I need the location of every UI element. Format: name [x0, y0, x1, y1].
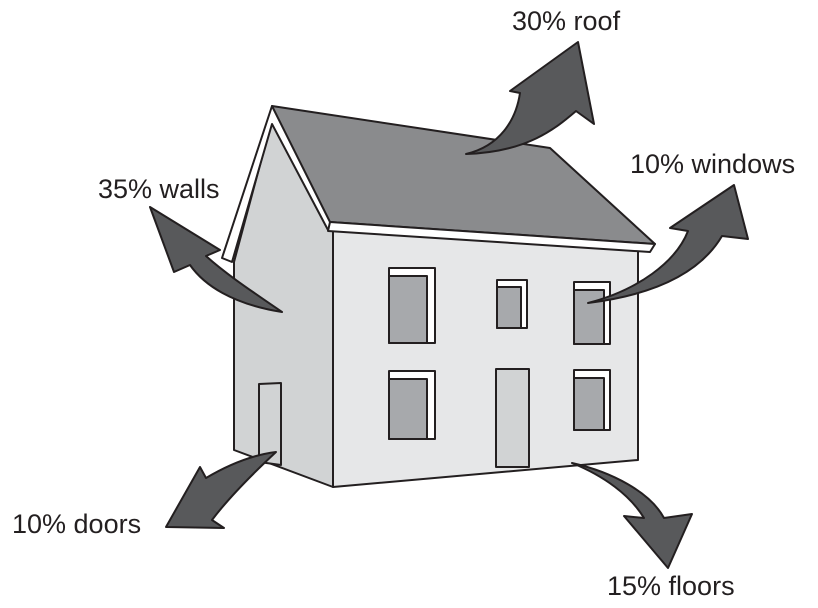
window-upper-right [574, 282, 610, 344]
label-roof: 30% roof [512, 8, 620, 35]
front-wall [333, 228, 638, 487]
label-windows: 10% windows [630, 151, 795, 178]
heat-loss-arrow-doors [166, 452, 276, 528]
label-floors: 15% floors [607, 573, 735, 600]
window-lower-left [389, 371, 435, 439]
window-upper-middle [497, 280, 527, 328]
window-upper-left [389, 268, 435, 343]
heat-loss-arrow-floors [572, 463, 692, 568]
label-doors: 10% doors [12, 511, 141, 538]
window-lower-right [574, 370, 610, 430]
label-walls: 35% walls [98, 176, 220, 203]
front-door [496, 369, 529, 467]
